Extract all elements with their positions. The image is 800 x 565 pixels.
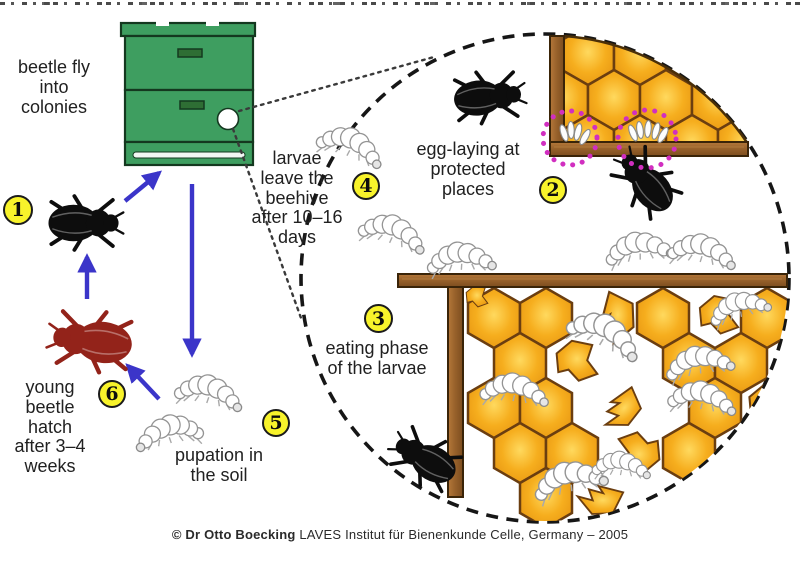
step1-label: beetle fly into colonies: [0, 57, 110, 117]
young-red-beetle-icon: [44, 306, 135, 376]
step5-label: pupation in the soil: [149, 445, 289, 486]
label-line: eating phase: [325, 338, 429, 358]
comb-egg-laying: [549, 34, 750, 157]
step-badge-6: 6: [98, 380, 126, 408]
copyright: © Dr Otto Boecking LAVES Institut für Bi…: [0, 527, 800, 542]
label-line: into: [39, 76, 69, 97]
larva-icon: [171, 368, 247, 416]
step3-label: eating phase of the larvae: [297, 338, 457, 379]
label-line: after 3–4: [14, 436, 86, 457]
step2-label: egg-laying at protected places: [398, 139, 538, 199]
egg-circle-left: [540, 108, 600, 168]
label-line: places: [441, 178, 495, 199]
egg-highlight-circles: [540, 107, 679, 171]
copyright-author: © Dr Otto Boecking: [171, 527, 296, 542]
clipped-text-strip: [0, 0, 800, 6]
larva-icon: [665, 228, 740, 274]
label-line: leave the: [260, 167, 334, 188]
arrow-pupa-to-young: [125, 363, 161, 401]
label-line: protected: [430, 158, 506, 179]
comb-eating-phase: [397, 273, 788, 521]
label-line: colonies: [20, 96, 88, 117]
step-badge-2: 2: [539, 176, 567, 204]
step-badge-5: 5: [262, 409, 290, 437]
hive-lid-notch: [206, 21, 219, 26]
beehive: [119, 21, 257, 167]
beetle-icon-on-comb-top: [449, 65, 531, 129]
label-line: larvae: [272, 148, 322, 168]
magnifier-dashed-circle: [299, 32, 791, 524]
callout-ray-upper: [237, 55, 436, 113]
copyright-institute: LAVES Institut für Bienenkunde Celle, Ge…: [295, 527, 629, 542]
cycle-arrows: [77, 170, 202, 401]
label-line: weeks: [24, 456, 76, 477]
callout-ray-lower: [231, 127, 303, 320]
label-line: egg-laying at: [416, 139, 520, 159]
step-badge-1: 1: [3, 195, 33, 225]
label-line: hatch: [27, 416, 73, 437]
hive-entrance-hole: [216, 107, 240, 131]
adult-beetle-icon: [46, 194, 126, 252]
label-line: after 10–16: [251, 207, 343, 228]
hive-lid-notch: [156, 21, 169, 26]
label-line: young: [25, 377, 75, 397]
label-line: the soil: [190, 464, 248, 485]
label-line: of the larvae: [327, 357, 427, 378]
egg-circle-right: [615, 107, 679, 171]
step6-label: young beetle hatch after 3–4 weeks: [0, 377, 105, 477]
label-line: days: [277, 227, 317, 248]
label-line: beetle fly: [17, 57, 91, 77]
larva-icon: [601, 225, 677, 273]
label-line: beetle: [25, 396, 75, 417]
arrow-adult-to-hive: [123, 170, 162, 203]
label-line: pupation in: [174, 445, 264, 465]
label-line: beehive: [265, 187, 329, 208]
step-badge-4: 4: [352, 172, 380, 200]
step4-label: larvae leave the beehive after 10–16 day…: [227, 148, 367, 248]
step-badge-3: 3: [364, 304, 393, 333]
